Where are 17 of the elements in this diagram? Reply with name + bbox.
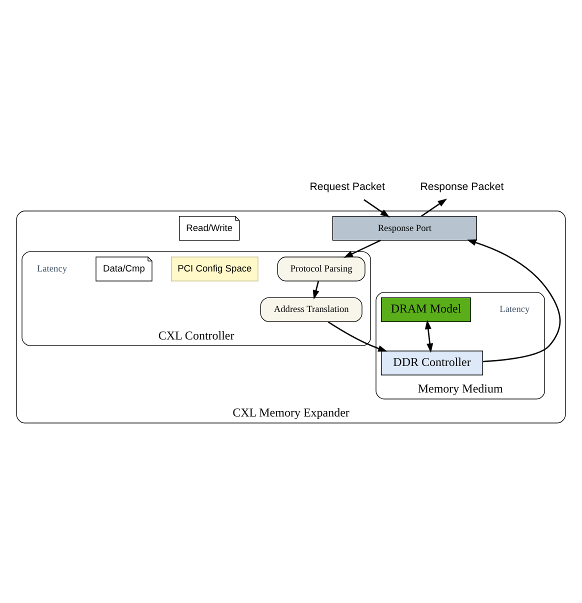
node-text: Request Packet [310, 180, 385, 193]
node-box: Protocol Parsing [277, 256, 366, 281]
node-box: Address Translation [260, 296, 362, 322]
arrow [344, 239, 381, 258]
node-box: Response Port [332, 216, 477, 240]
arrow [466, 238, 561, 362]
node-text: Latency [500, 304, 530, 315]
node-box: DDR Controller [381, 350, 483, 375]
node-box: DRAM Model [381, 296, 471, 322]
arrow [420, 198, 448, 216]
node-text: Latency [36, 264, 68, 274]
arrow [328, 320, 388, 352]
arrow [364, 198, 390, 217]
arrow [424, 319, 434, 352]
node-text: Response Packet [420, 180, 504, 193]
arrow [312, 280, 320, 299]
node-box: PCI Config Space [171, 256, 258, 281]
